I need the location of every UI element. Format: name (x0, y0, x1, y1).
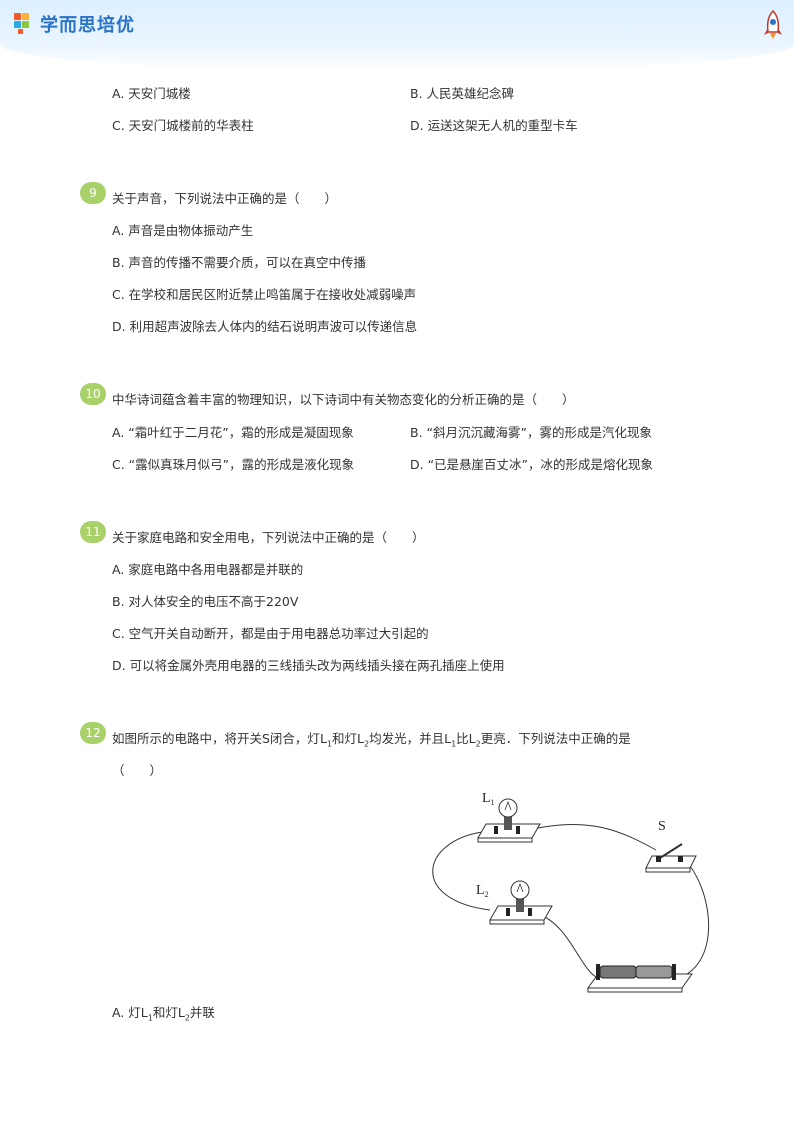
q9-option-d[interactable]: D. 利用超声波除去人体内的结石说明声波可以传递信息 (112, 319, 418, 334)
q10-option-a[interactable]: A. “霜叶红于二月花”，霜的形成是凝固现象 (112, 425, 354, 440)
q12-option-a[interactable]: A. 灯L1和灯L2并联 (112, 1005, 215, 1023)
l1-label: L1 (482, 791, 495, 807)
q9-option-a[interactable]: A. 声音是由物体振动产生 (112, 223, 254, 238)
q8-option-b[interactable]: B. 人民英雄纪念碑 (410, 86, 515, 101)
brand-mark-icon (14, 13, 36, 35)
q10-option-b[interactable]: B. “斜月沉沉藏海雾”，雾的形成是汽化现象 (410, 425, 652, 440)
q10-option-d[interactable]: D. “已是悬崖百丈冰”，冰的形成是熔化现象 (410, 457, 654, 472)
q11-option-c[interactable]: C. 空气开关自动断开，都是由于用电器总功率过大引起的 (112, 626, 429, 641)
question-number-badge: 11 (80, 521, 106, 543)
q9-option-b[interactable]: B. 声音的传播不需要介质，可以在真空中传播 (112, 255, 367, 270)
q9-stem: 关于声音，下列说法中正确的是（ ） (112, 191, 338, 206)
q11-stem: 关于家庭电路和安全用电，下列说法中正确的是（ ） (112, 530, 425, 545)
q11-option-b[interactable]: B. 对人体安全的电压不高于220V (112, 594, 299, 609)
lamp-l1 (477, 798, 541, 843)
q10-stem: 中华诗词蕴含着丰富的物理知识，以下诗词中有关物态变化的分析正确的是（ ） (112, 392, 575, 407)
brand-name: 学而思培优 (40, 15, 135, 36)
q11-option-a[interactable]: A. 家庭电路中各用电器都是并联的 (112, 562, 304, 577)
switch-label: S (658, 819, 666, 834)
lamp-l2 (489, 880, 553, 925)
page-header: 学而思培优 (0, 0, 794, 72)
q11-option-d[interactable]: D. 可以将金属外壳用电器的三线插头改为两线插头接在两孔插座上使用 (112, 658, 505, 673)
q9-option-c[interactable]: C. 在学校和居民区附近禁止鸣笛属于在接收处减弱噪声 (112, 287, 417, 302)
q8-option-c[interactable]: C. 天安门城楼前的华表柱 (112, 118, 254, 133)
q12-answer-blank: （ ） (112, 763, 163, 778)
question-number-badge: 9 (80, 182, 106, 204)
q12-stem: 如图所示的电路中，将开关S闭合，灯L1和灯L2均发光，并且L1比L2更亮．下列说… (112, 731, 631, 749)
circuit-diagram: L1 L2 S (432, 791, 710, 993)
switch-s (645, 843, 697, 873)
question-number-badge: 10 (80, 383, 106, 405)
question-number-badge: 12 (80, 722, 106, 744)
q10-option-c[interactable]: C. “露似真珠月似弓”，露的形成是液化现象 (112, 457, 355, 472)
q8-option-d[interactable]: D. 运送这架无人机的重型卡车 (410, 118, 578, 133)
rocket-icon (764, 10, 782, 39)
q8-option-a[interactable]: A. 天安门城楼 (112, 86, 191, 101)
brand-logo: 学而思培优 (14, 10, 135, 38)
battery-holder (587, 964, 693, 993)
l2-label: L2 (476, 883, 489, 899)
